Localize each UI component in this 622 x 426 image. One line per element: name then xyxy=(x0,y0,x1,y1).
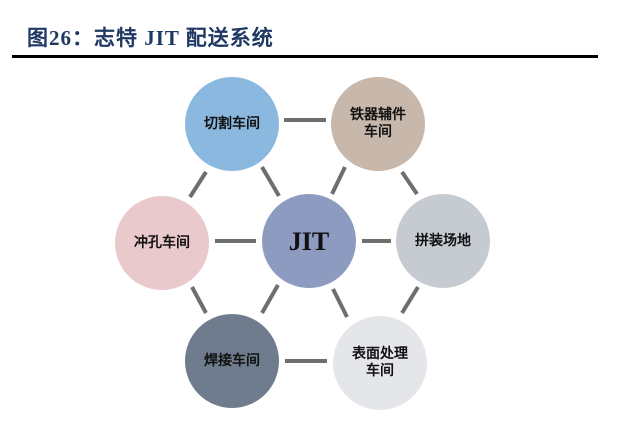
node-circle-cutting xyxy=(185,77,279,171)
node-circle-assembly xyxy=(396,194,490,288)
connector-assembly-surface xyxy=(400,285,420,315)
hub-circle-jit xyxy=(262,194,356,288)
node-label-assembly: 拼装场地 xyxy=(415,232,471,249)
connector-hub-surface xyxy=(331,288,349,318)
node-label-welding: 焊接车间 xyxy=(204,352,260,369)
connector-iron-assembly xyxy=(400,170,419,196)
node-circle-iron-parts xyxy=(331,77,425,171)
title-divider xyxy=(12,55,598,58)
connector-punching-welding xyxy=(190,286,208,314)
node-iron-parts: 铁器辅件车间 xyxy=(331,77,425,171)
connector-hub-welding xyxy=(260,284,280,314)
node-assembly: 拼装场地 xyxy=(396,194,490,288)
node-label-punching: 冲孔车间 xyxy=(134,234,190,251)
connector-iron-hub xyxy=(330,166,347,195)
node-label-surface: 表面处理车间 xyxy=(352,346,408,379)
node-punching: 冲孔车间 xyxy=(115,196,209,290)
hub-label: JIT xyxy=(288,226,330,256)
hub-jit: JIT xyxy=(262,194,356,288)
node-welding: 焊接车间 xyxy=(185,314,279,408)
node-cutting: 切割车间 xyxy=(185,77,279,171)
node-label-cutting: 切割车间 xyxy=(204,115,260,132)
node-circle-welding xyxy=(185,314,279,408)
connectors xyxy=(188,118,420,363)
connector-cutting-hub xyxy=(260,165,281,198)
connector-cutting-punching xyxy=(188,170,208,199)
node-circle-punching xyxy=(115,196,209,290)
figure-title: 图26：志特 JIT 配送系统 xyxy=(27,26,274,50)
node-label-iron-parts: 铁器辅件车间 xyxy=(350,107,406,140)
node-circle-surface xyxy=(333,316,427,410)
node-surface: 表面处理车间 xyxy=(333,316,427,410)
